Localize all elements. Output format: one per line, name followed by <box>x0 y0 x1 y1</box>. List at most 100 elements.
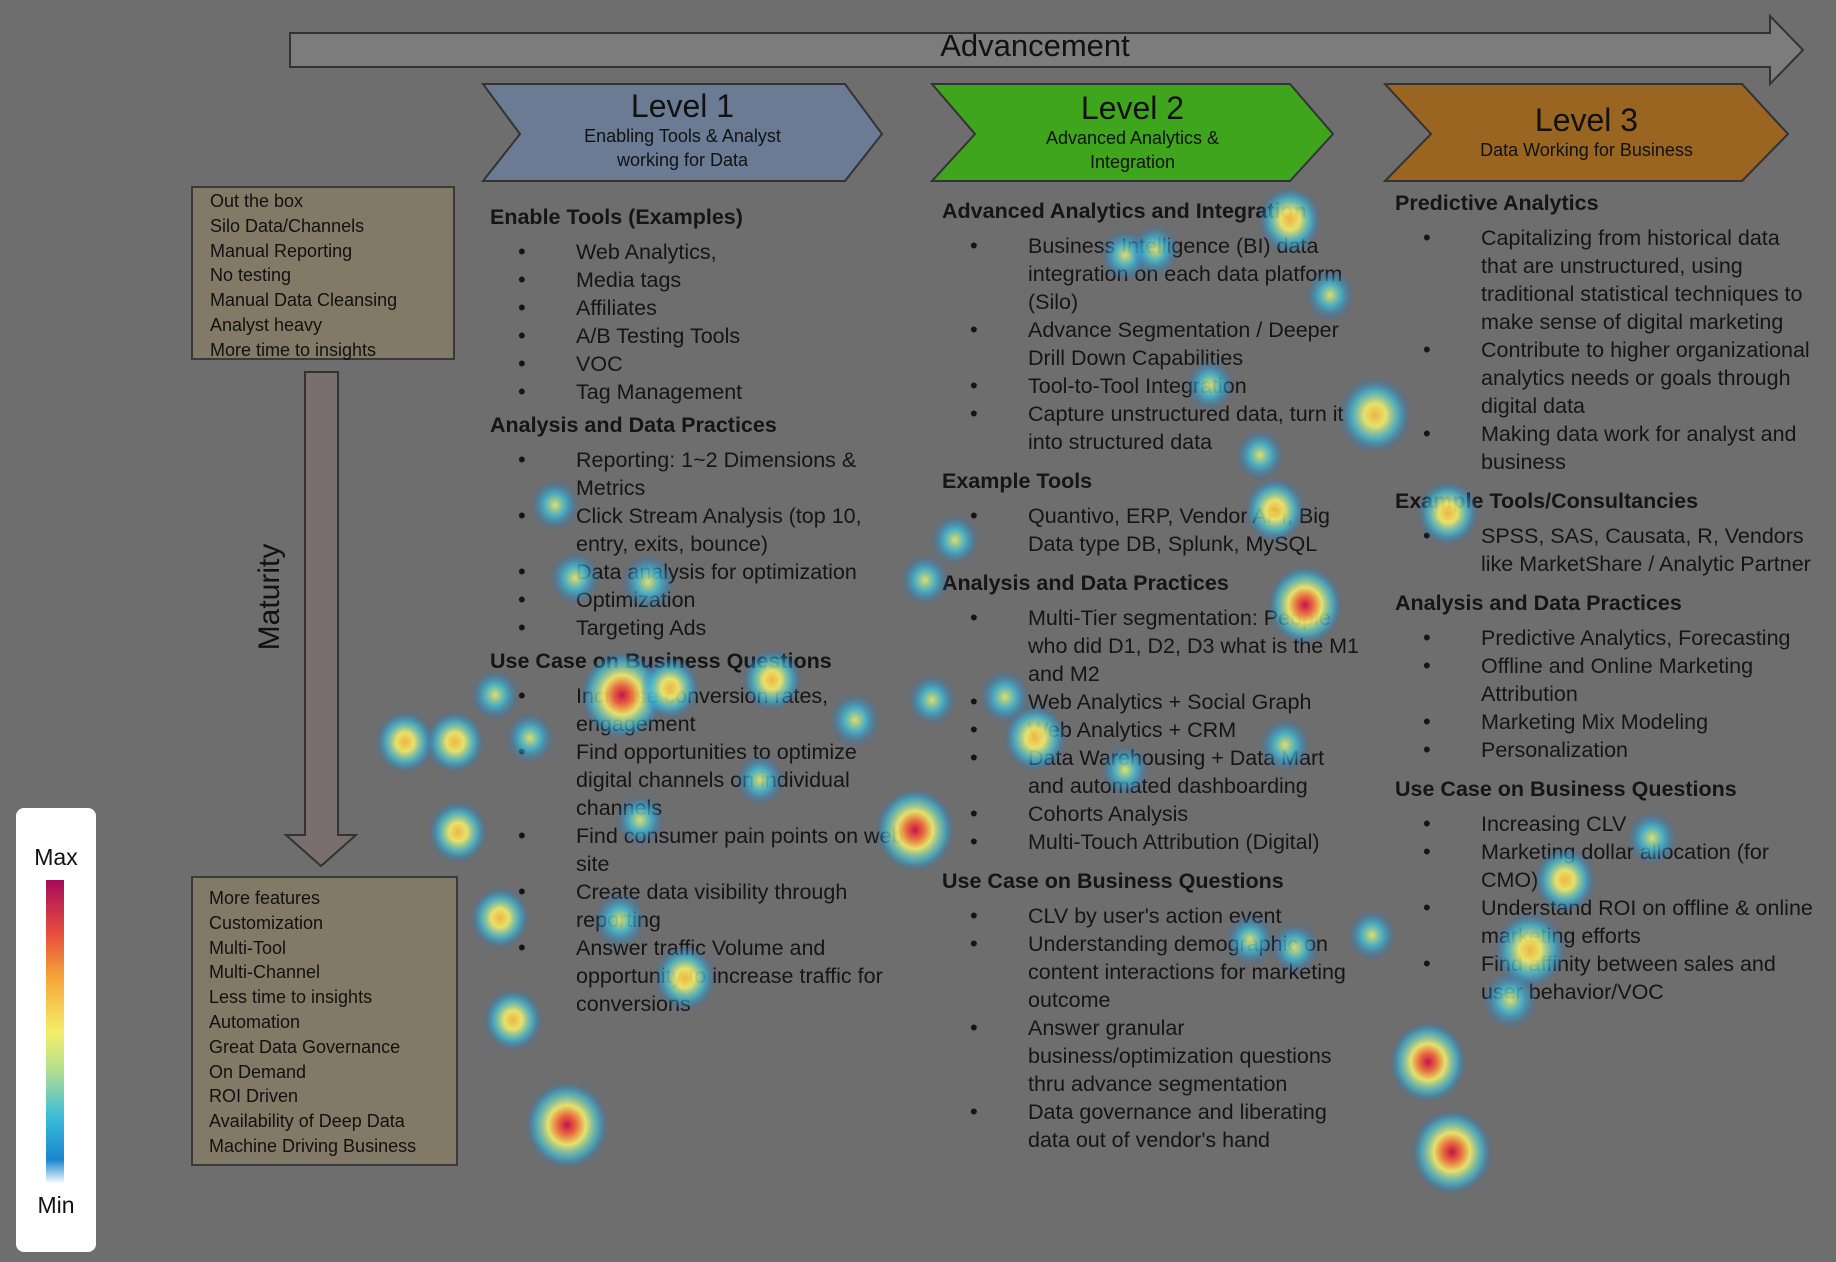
level3-column: Predictive Analytics Capitalizing from h… <box>1395 188 1820 1006</box>
list-item: Advance Segmentation / Deeper Drill Down… <box>942 316 1362 372</box>
list-item: Data governance and liberating data out … <box>942 1098 1362 1154</box>
section-heading: Analysis and Data Practices <box>1395 591 1682 615</box>
list-item: Media tags <box>490 266 910 294</box>
list-item: Predictive Analytics, Forecasting <box>1395 624 1820 652</box>
list-item: Understanding demographic on content int… <box>942 930 1362 1014</box>
level3-title: Level 3 <box>1534 102 1639 138</box>
list-item: Increase conversion rates, engagement <box>490 682 910 738</box>
section-heading: Example Tools/Consultancies <box>1395 489 1699 513</box>
level3-chevron <box>1382 83 1790 182</box>
list-item: Find opportunities to optimize digital c… <box>490 738 910 822</box>
after-item: Customization <box>209 912 324 933</box>
after-item: On Demand <box>209 1061 307 1082</box>
list-item: Web Analytics + Social Graph <box>942 688 1362 716</box>
section-list: CLV by user's action event Understanding… <box>942 902 1362 1154</box>
before-item: Silo Data/Channels <box>210 215 365 236</box>
list-item: Capture unstructured data, turn it into … <box>942 400 1362 456</box>
after-item: Less time to insights <box>209 987 373 1008</box>
list-item: Personalization <box>1395 736 1820 764</box>
list-item: Understand ROI on offline & online marke… <box>1395 894 1820 950</box>
list-item: Web Analytics, <box>490 238 910 266</box>
legend-max-label: Max <box>34 844 78 870</box>
list-item: Quantivo, ERP, Vendor API, Big Data type… <box>942 502 1362 558</box>
list-item: Data analysis for optimization <box>490 558 910 586</box>
list-item: Answer traffic Volume and opportunity to… <box>490 934 910 1018</box>
level2-column: Advanced Analytics and Integration Busin… <box>942 196 1362 1154</box>
before-item: Analyst heavy <box>210 314 323 335</box>
maturity-arrow <box>283 371 359 868</box>
advancement-label: Advancement <box>940 28 1130 63</box>
list-item: Marketing Mix Modeling <box>1395 708 1820 736</box>
section-list: Reporting: 1~2 Dimensions & Metrics Clic… <box>490 446 910 642</box>
list-item: Tool-to-Tool Integration <box>942 372 1362 400</box>
before-item: Manual Reporting <box>210 240 353 261</box>
list-item: Optimization <box>490 586 910 614</box>
section-heading: Predictive Analytics <box>1395 191 1599 215</box>
legend-min-label: Min <box>37 1192 75 1218</box>
list-item: Multi-Tier segmentation: People who did … <box>942 604 1362 688</box>
heatmap-legend: Max Min <box>16 808 96 1252</box>
before-item: More time to insights <box>210 339 377 360</box>
list-item: VOC <box>490 350 910 378</box>
list-item: Marketing dollar allocation (for CMO) <box>1395 838 1820 894</box>
section-heading: Advanced Analytics and Integration <box>942 199 1307 223</box>
list-item: Create data visibility through reporting <box>490 878 910 934</box>
list-item: Making data work for analyst and busines… <box>1395 420 1820 476</box>
advancement-arrow <box>289 13 1805 87</box>
list-item: A/B Testing Tools <box>490 322 910 350</box>
list-item: SPSS, SAS, Causata, R, Vendors like Mark… <box>1395 522 1820 578</box>
section-list: Increase conversion rates, engagement Fi… <box>490 682 910 1018</box>
list-item: Click Stream Analysis (top 10, entry, ex… <box>490 502 910 558</box>
section-list: SPSS, SAS, Causata, R, Vendors like Mark… <box>1395 522 1820 578</box>
list-item: Find consumer pain points on web site <box>490 822 910 878</box>
list-item: Data Warehousing + Data Mart and automat… <box>942 744 1362 800</box>
section-heading: Use Case on Business Questions <box>490 649 832 673</box>
after-item: Great Data Governance <box>209 1036 401 1057</box>
section-list: Quantivo, ERP, Vendor API, Big Data type… <box>942 502 1362 558</box>
after-item: Availability of Deep Data <box>209 1111 405 1132</box>
before-item: Manual Data Cleansing <box>210 290 398 311</box>
section-heading: Example Tools <box>942 469 1093 493</box>
list-item: Find affinity between sales and user beh… <box>1395 950 1820 1006</box>
level1-chevron <box>480 83 884 182</box>
after-item: Automation <box>209 1011 301 1032</box>
before-item: No testing <box>210 265 292 286</box>
list-item: Capitalizing from historical data that a… <box>1395 224 1820 336</box>
level2-header: Level 2 Advanced Analytics & Integration <box>975 90 1290 174</box>
list-item: CLV by user's action event <box>942 902 1362 930</box>
section-heading: Use Case on Business Questions <box>1395 777 1737 801</box>
level3-subtitle-line1: Data Working for Business <box>1480 140 1693 160</box>
after-item: Multi-Tool <box>209 937 287 958</box>
level1-subtitle-line2: working for Data <box>616 150 749 170</box>
list-item: Affiliates <box>490 294 910 322</box>
level1-header: Level 1 Enabling Tools & Analyst working… <box>520 88 845 172</box>
after-item: More features <box>209 888 321 908</box>
level2-subtitle-line1: Advanced Analytics & <box>1045 128 1220 148</box>
section-list: Multi-Tier segmentation: People who did … <box>942 604 1362 856</box>
list-item: Cohorts Analysis <box>942 800 1362 828</box>
list-item: Answer granular business/optimization qu… <box>942 1014 1362 1098</box>
section-list: Web Analytics, Media tags Affiliates A/B… <box>490 238 910 406</box>
list-item: Offline and Online Marketing Attribution <box>1395 652 1820 708</box>
list-item: Contribute to higher organizational anal… <box>1395 336 1820 420</box>
list-item: Increasing CLV <box>1395 810 1820 838</box>
section-list: Business Intelligence (BI) data integrat… <box>942 232 1362 456</box>
list-item: Targeting Ads <box>490 614 910 642</box>
list-item: Business Intelligence (BI) data integrat… <box>942 232 1362 316</box>
after-state-box: More features Customization Multi-Tool M… <box>191 876 458 1166</box>
section-list: Increasing CLV Marketing dollar allocati… <box>1395 810 1820 1006</box>
list-item: Tag Management <box>490 378 910 406</box>
level1-subtitle-line1: Enabling Tools & Analyst <box>584 126 781 146</box>
level2-subtitle-line2: Integration <box>1089 152 1176 172</box>
section-list: Predictive Analytics, Forecasting Offlin… <box>1395 624 1820 764</box>
after-item: Multi-Channel <box>209 962 321 983</box>
before-item: Out the box <box>210 191 304 211</box>
list-item: Multi-Touch Attribution (Digital) <box>942 828 1362 856</box>
level1-column: Enable Tools (Examples) Web Analytics, M… <box>490 202 910 1018</box>
level1-title: Level 1 <box>630 88 735 124</box>
section-heading: Analysis and Data Practices <box>942 571 1229 595</box>
maturity-label: Maturity <box>253 543 286 651</box>
legend-color-scale <box>46 880 64 1184</box>
list-item: Reporting: 1~2 Dimensions & Metrics <box>490 446 910 502</box>
